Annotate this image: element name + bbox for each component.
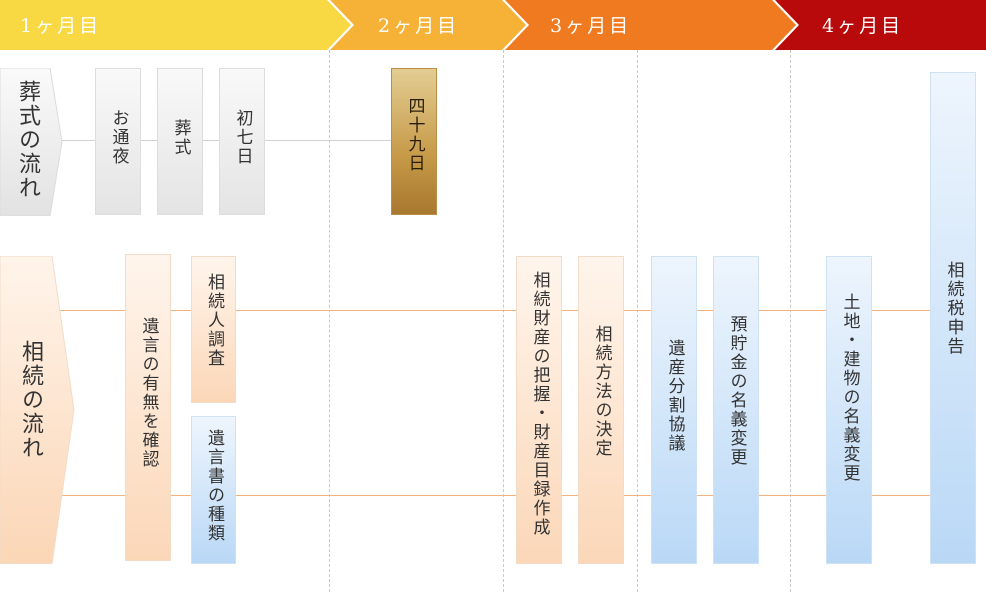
step-will-types: 遺言書の種類 [191, 416, 236, 564]
inheritance-flow-line-lower [60, 495, 935, 496]
month-label-3: 3ヶ月目 [550, 15, 632, 37]
month-label-4: 4ヶ月目 [822, 15, 904, 37]
step-deposit-name-change: 預貯金の名義変更 [713, 256, 759, 564]
month-segment-4 [775, 0, 986, 50]
step-inheritance-tax-filing: 相続税申告 [930, 72, 976, 564]
funeral-row-title: 葬式の流れ [4, 80, 50, 210]
month-divider [637, 50, 638, 592]
step-inheritance-method: 相続方法の決定 [578, 256, 624, 564]
step-shijukunichi: 四十九日 [391, 68, 437, 215]
step-estate-inventory: 相続財産の把握・財産目録作成 [516, 256, 562, 564]
step-soushiki: 葬式 [157, 68, 203, 215]
step-estate-division: 遺産分割協議 [651, 256, 697, 564]
step-shonanoka: 初七日 [219, 68, 265, 215]
month-segment-3 [505, 0, 796, 50]
step-otsuya: お通夜 [95, 68, 141, 215]
month-label-1: 1ヶ月目 [20, 15, 102, 37]
funeral-row-arrow [0, 68, 63, 216]
inheritance-flow-line-upper [60, 310, 935, 311]
inheritance-row-arrow [0, 256, 75, 564]
inheritance-row-title: 相続の流れ [8, 340, 52, 480]
month-segment-2 [330, 0, 526, 50]
month-label-2: 2ヶ月目 [378, 15, 460, 37]
month-divider [790, 50, 791, 592]
step-will-check: 遺言の有無を確認 [125, 254, 171, 561]
month-segment-1 [0, 0, 351, 50]
inheritance-row-title-text: 相続の流れ [18, 340, 43, 460]
month-divider [329, 50, 330, 592]
step-heir-investigation: 相続人調査 [191, 256, 236, 403]
timeline-header [0, 0, 986, 50]
month-divider [503, 50, 504, 592]
funeral-row-title-text: 葬式の流れ [15, 80, 40, 200]
step-real-estate-name-change: 土地・建物の名義変更 [826, 256, 872, 564]
